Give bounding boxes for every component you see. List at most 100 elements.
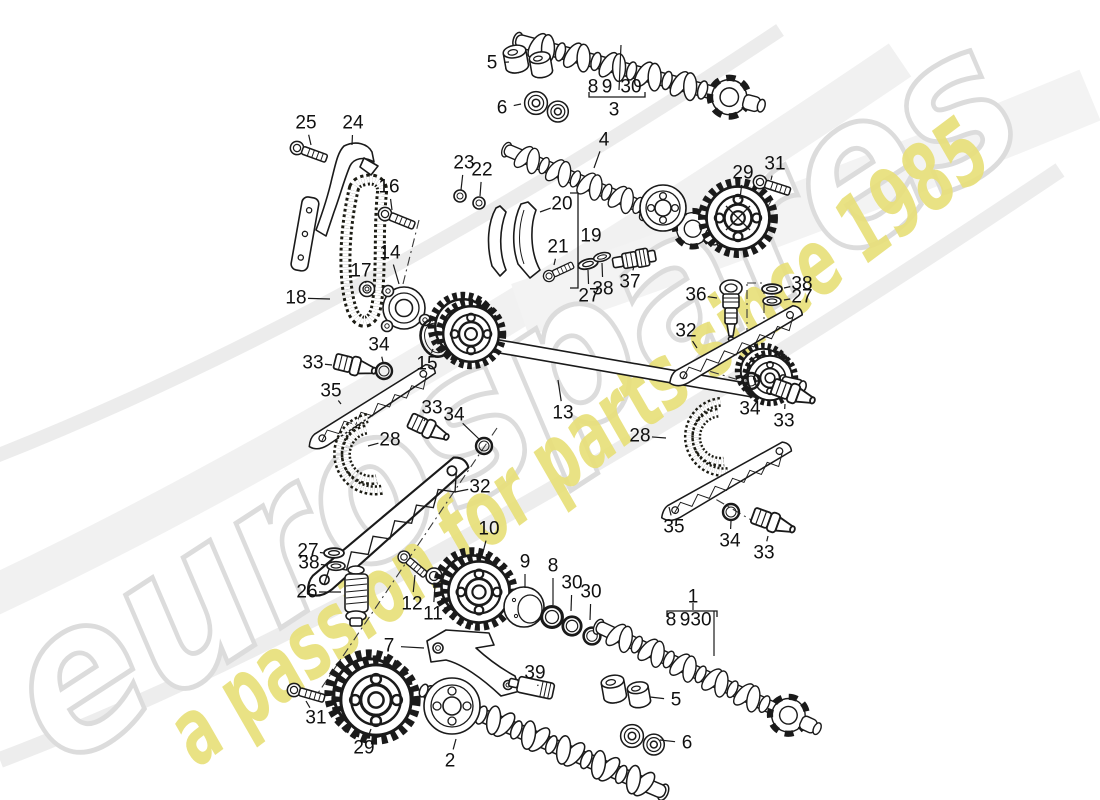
part-label-7: 7: [384, 636, 395, 657]
part-label-10: 10: [478, 519, 499, 540]
label-leader-15: [430, 348, 434, 354]
label-leader-38: [601, 262, 604, 278]
part-label-27: 27: [791, 287, 812, 308]
part-26-spring-plug: [344, 565, 369, 627]
part-label-16: 16: [378, 177, 399, 198]
part-14-bearing-flange: [380, 284, 432, 333]
part-label-38: 38: [298, 553, 319, 574]
part-label-33: 33: [753, 543, 774, 564]
part-label-34: 34: [443, 405, 465, 426]
part-5-cam-followers-bottom: [599, 668, 653, 715]
part-label-11: 11: [423, 604, 443, 625]
part-label-33: 33: [773, 411, 794, 432]
part-label-23: 23: [453, 153, 474, 174]
part-label-4: 4: [599, 130, 610, 151]
part-label-12: 12: [401, 594, 422, 615]
label-leader-30: [570, 594, 573, 612]
label-leader-35: [337, 400, 342, 405]
part-29-sprocket-bottom: [329, 654, 416, 740]
label-leader-13: [557, 379, 562, 402]
part-label-20: 20: [551, 194, 572, 215]
group-19-bracket: [570, 192, 579, 289]
label-leader-30: [589, 603, 592, 621]
part-label-27: 27: [578, 286, 599, 307]
part-label-3: 3: [609, 100, 620, 121]
part-label-9: 9: [520, 552, 531, 573]
label-leader-33: [766, 535, 769, 542]
part-label-13: 13: [552, 403, 573, 424]
part-label-34: 34: [739, 399, 761, 420]
part-label-15: 15: [416, 354, 437, 375]
label-leader-34: [381, 356, 384, 363]
label-leader-29: [367, 728, 372, 737]
label-leader-2: [452, 738, 457, 750]
part-label-31: 31: [305, 708, 326, 729]
label-leader-31: [770, 175, 773, 181]
part-label-39: 39: [524, 663, 545, 684]
label-leader-5: [649, 696, 665, 700]
part-label-29: 29: [353, 738, 374, 759]
part-label-36: 36: [685, 285, 706, 306]
label-leader-10: [481, 540, 487, 557]
part-label-32: 32: [469, 477, 490, 498]
part-label-30: 30: [690, 610, 711, 631]
part-33-tensioner-pin-right2: [748, 504, 799, 541]
part-label-29: 29: [732, 163, 753, 184]
part-9-bushing: [503, 586, 545, 628]
part-label-25: 25: [295, 113, 316, 134]
label-leader-22: [479, 181, 482, 197]
label-leader-6: [513, 103, 522, 107]
part-label-38: 38: [592, 279, 613, 300]
part-27-ring-bottom: [323, 547, 345, 559]
label-leader-29: [739, 184, 743, 200]
label-leader-34: [462, 422, 480, 440]
background-swoosh-art: [0, 24, 1100, 768]
part-label-8: 8: [548, 556, 559, 577]
label-leader-27: [319, 551, 325, 554]
part-label-28: 28: [379, 430, 400, 451]
part-label-14: 14: [379, 243, 401, 264]
part-label-26: 26: [296, 582, 317, 603]
label-leader-14: [392, 264, 400, 285]
part-8-ring: [540, 605, 564, 629]
part-label-17: 17: [350, 261, 371, 282]
part-39-dowel: [507, 675, 556, 700]
part-label-5: 5: [487, 53, 498, 74]
part-label-2: 2: [445, 751, 456, 772]
part-label-30: 30: [561, 573, 582, 594]
part-29-sprocket: [702, 182, 773, 253]
label-leader-38: [320, 563, 326, 566]
part-label-28: 28: [629, 426, 650, 447]
label-leader-11: [433, 585, 436, 603]
part-17-nut: [358, 280, 376, 298]
part-label-8: 8: [588, 77, 599, 98]
part-16-bolt: [375, 204, 418, 233]
part-label-30: 30: [620, 77, 641, 98]
part-label-8: 8: [666, 610, 677, 631]
label-leader-28: [367, 442, 379, 447]
parts-layer: [284, 21, 828, 800]
part-label-5: 5: [671, 690, 682, 711]
part-22-washer: [472, 196, 486, 210]
label-leader-32: [692, 340, 698, 349]
part-label-33: 33: [421, 398, 442, 419]
part-label-27: 27: [297, 541, 318, 562]
part-label-31: 31: [764, 154, 785, 175]
group-brackets: [588, 44, 718, 656]
label-leader-38: [783, 286, 791, 289]
part-18-timing-chain: [339, 173, 389, 328]
part-label-18: 18: [285, 288, 306, 309]
part-25-bolt: [287, 138, 330, 166]
part-label-37: 37: [619, 272, 640, 293]
label-leader-18: [307, 297, 331, 300]
label-leader-35: [668, 506, 672, 516]
part-20-chain-shoes: [487, 201, 541, 279]
label-leader-33: [324, 363, 333, 366]
part-label-33: 33: [302, 353, 323, 374]
label-leader-7: [400, 646, 425, 649]
label-leader-32: [454, 488, 469, 493]
label-leader-6: [659, 739, 676, 743]
label-leader-27: [587, 269, 590, 285]
part-6-seals-bottom: [619, 723, 666, 756]
